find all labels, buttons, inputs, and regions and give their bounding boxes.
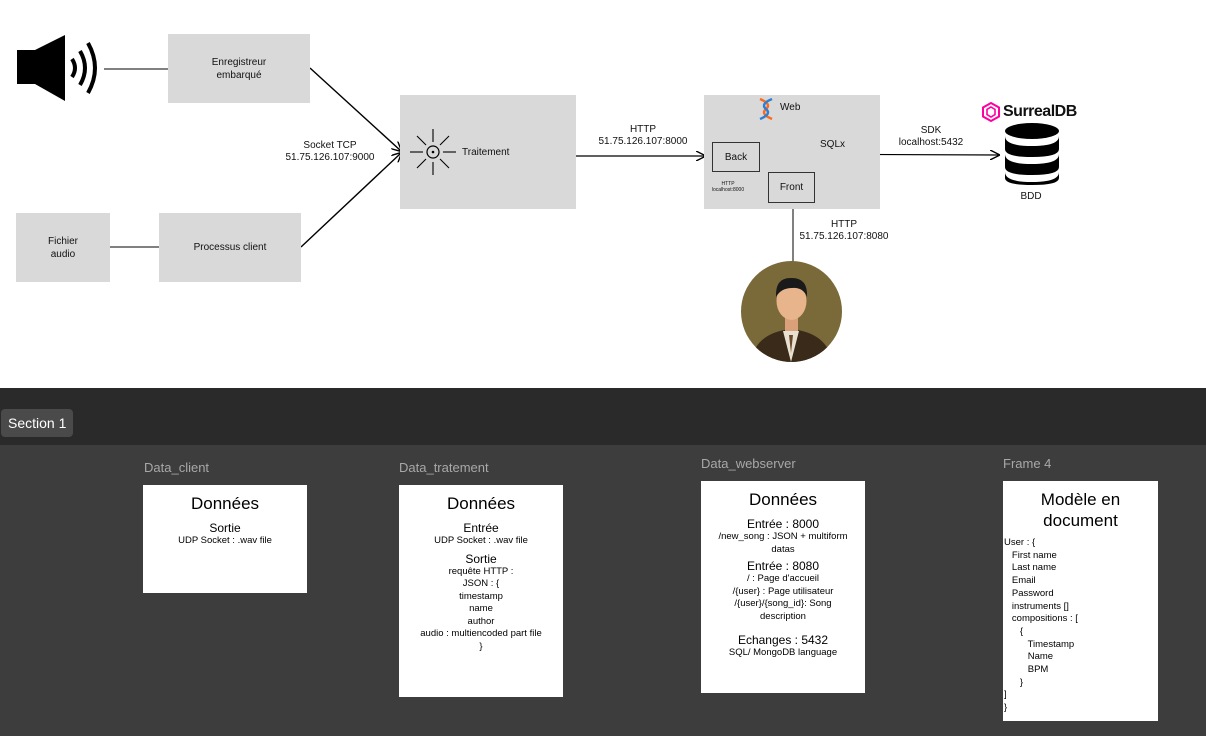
frame-title-data-tratement[interactable]: Data_tratement bbox=[399, 460, 489, 475]
frame-title-data-webserver[interactable]: Data_webserver bbox=[701, 456, 796, 471]
document-line: First name bbox=[1004, 549, 1057, 561]
document-line: BPM bbox=[1004, 664, 1049, 676]
block-line: UDP Socket : .wav file bbox=[434, 535, 528, 546]
recorder-box: Enregistreur embarqué bbox=[168, 34, 310, 103]
frame-title-data-client[interactable]: Data_client bbox=[144, 460, 210, 475]
document-line: Password bbox=[1004, 587, 1054, 599]
block-line: author bbox=[467, 615, 495, 627]
block-line: JSON : { bbox=[462, 578, 500, 589]
frame-heading: Données bbox=[748, 490, 818, 509]
back-box: Back bbox=[712, 142, 760, 172]
frame-data-tratement[interactable]: Données Entrée UDP Socket : .wav file So… bbox=[399, 485, 563, 697]
block-heading: Entrée : 8000 bbox=[746, 517, 820, 531]
surrealdb-logo-icon bbox=[982, 102, 1000, 122]
block-heading: Sortie bbox=[465, 551, 497, 566]
frame-title-frame-4[interactable]: Frame 4 bbox=[1003, 456, 1052, 471]
frame-heading: Modèle en document bbox=[1040, 490, 1121, 530]
arrow-client-processing bbox=[300, 153, 401, 248]
block-heading: Entrée : 8080 bbox=[746, 559, 820, 573]
socket-label: Socket TCP 51.75.126.107:9000 bbox=[285, 140, 375, 163]
document-line: instruments [] bbox=[1004, 600, 1069, 612]
block-line: timestamp bbox=[459, 590, 503, 602]
audio-file-box: Fichier audio bbox=[16, 213, 110, 282]
sun-icon bbox=[410, 129, 456, 175]
section-header-bar bbox=[0, 388, 1206, 445]
document-line: Last name bbox=[1004, 562, 1057, 574]
recorder-label: Enregistreur embarqué bbox=[211, 56, 267, 81]
frame-heading: Données bbox=[446, 494, 516, 513]
block-line: } bbox=[479, 640, 483, 652]
block-line: datas bbox=[771, 543, 795, 555]
block-line: name bbox=[469, 603, 493, 614]
database-icon bbox=[1005, 123, 1059, 185]
block-heading: Entrée bbox=[463, 521, 499, 535]
front-label: Front bbox=[779, 182, 804, 193]
processing-box: Traitement bbox=[400, 95, 576, 209]
block-line: audio : multiencoded part file bbox=[420, 628, 542, 639]
document-line: ] bbox=[1004, 689, 1007, 701]
section-tag[interactable]: Section 1 bbox=[1, 409, 74, 437]
block-line: UDP Socket : .wav file bbox=[178, 535, 272, 546]
client-process-label: Processus client bbox=[193, 242, 267, 253]
surrealdb-label: SurrealDB bbox=[1003, 103, 1077, 120]
block-line: SQL/ MongoDB language bbox=[728, 647, 838, 658]
frame-data-webserver[interactable]: Données Entrée : 8000 /new_song : JSON +… bbox=[701, 481, 865, 693]
sqlx-label: SQLx bbox=[820, 139, 846, 150]
http-8080-label: HTTP 51.75.126.107:8080 bbox=[799, 219, 889, 242]
frame-data-client[interactable]: Données Sortie UDP Socket : .wav file bbox=[143, 485, 307, 593]
bdd-label: BDD bbox=[1020, 191, 1042, 202]
back-label: Back bbox=[724, 151, 748, 163]
client-process-box: Processus client bbox=[159, 213, 301, 282]
block-line: description bbox=[760, 610, 806, 622]
document-line: Name bbox=[1004, 651, 1054, 663]
block-heading: Echanges : 5432 bbox=[737, 633, 829, 647]
block-line: /{user} : Page utilisateur bbox=[732, 585, 834, 597]
block-line: requête HTTP : bbox=[448, 565, 514, 577]
internal-http-label: HTTP localhost:8000 bbox=[711, 181, 745, 193]
document-line: User : { bbox=[1004, 537, 1036, 548]
frame-4[interactable]: Modèle en document User : { First name L… bbox=[1003, 481, 1158, 721]
document-line: { bbox=[1004, 625, 1024, 637]
block-line: / : Page d'accueil bbox=[746, 573, 820, 584]
dna-icon bbox=[759, 98, 773, 120]
web-label: Web bbox=[780, 102, 801, 113]
web-box bbox=[704, 95, 880, 209]
frame-heading: Données bbox=[190, 494, 260, 513]
document-line: } bbox=[1004, 702, 1008, 714]
block-line: /new_song : JSON + multiform bbox=[718, 531, 848, 542]
document-line: compositions : [ bbox=[1004, 613, 1078, 625]
user-avatar bbox=[741, 261, 842, 362]
block-line: /{user}/{song_id}: Song bbox=[734, 598, 832, 609]
audio-file-label: Fichier audio bbox=[47, 235, 78, 260]
document-line: } bbox=[1004, 676, 1024, 688]
http-8000-label: HTTP 51.75.126.107:8000 bbox=[598, 124, 688, 147]
document-line: Email bbox=[1004, 575, 1036, 587]
arrow-recorder-processing bbox=[309, 67, 401, 151]
front-box: Front bbox=[768, 172, 815, 203]
document-line: Timestamp bbox=[1004, 638, 1075, 650]
sdk-label: SDK localhost:5432 bbox=[898, 125, 964, 148]
processing-label: Traitement bbox=[462, 146, 510, 158]
block-heading: Sortie bbox=[209, 521, 241, 535]
speaker-icon bbox=[17, 35, 97, 101]
document-model: User : { First name Last name Email Pass… bbox=[1003, 537, 1158, 715]
